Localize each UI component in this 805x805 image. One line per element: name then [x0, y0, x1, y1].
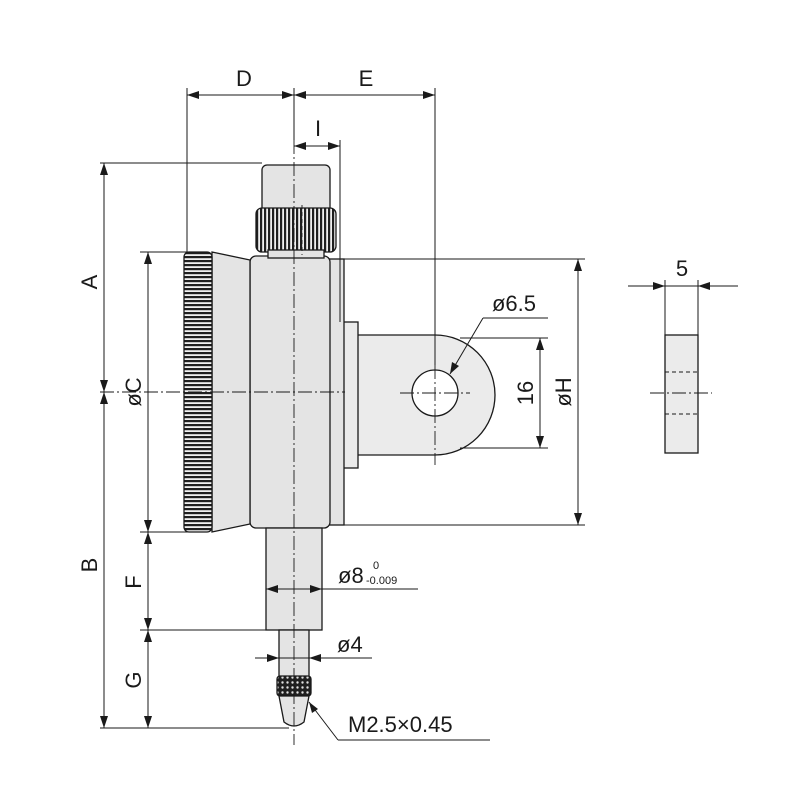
extension-lines: [100, 88, 585, 729]
dimension-labels: D E I A B øC F G øH 16 ø6.5 ø8 0 -0.009 …: [77, 66, 688, 737]
label-f: F: [121, 575, 146, 588]
label-i: I: [315, 116, 321, 141]
label-hole-dia: ø6.5: [492, 291, 536, 316]
label-d: D: [236, 66, 252, 91]
top-knurled-nut: [255, 207, 337, 253]
lug-side-rect: [664, 334, 699, 454]
label-tip-dia: ø4: [337, 632, 363, 657]
label-stem-tol-upper: 0: [373, 560, 379, 572]
dimension-lines: [100, 91, 582, 741]
label-b: B: [77, 558, 102, 573]
label-e: E: [359, 66, 374, 91]
label-c: øC: [121, 377, 146, 406]
top-neck: [267, 249, 325, 259]
lug-side-view: [628, 280, 738, 454]
label-stem-dia: ø8: [338, 563, 364, 588]
label-a: A: [77, 274, 102, 289]
center-lines: [100, 140, 470, 745]
contact-point-tip: [278, 695, 310, 727]
label-thread: M2.5×0.45: [348, 712, 453, 737]
label-h: øH: [551, 377, 576, 406]
label-thickness: 5: [676, 256, 688, 281]
label-g: G: [121, 671, 146, 688]
label-stem-tol-lower: -0.009: [366, 575, 397, 587]
label-16: 16: [513, 381, 538, 405]
